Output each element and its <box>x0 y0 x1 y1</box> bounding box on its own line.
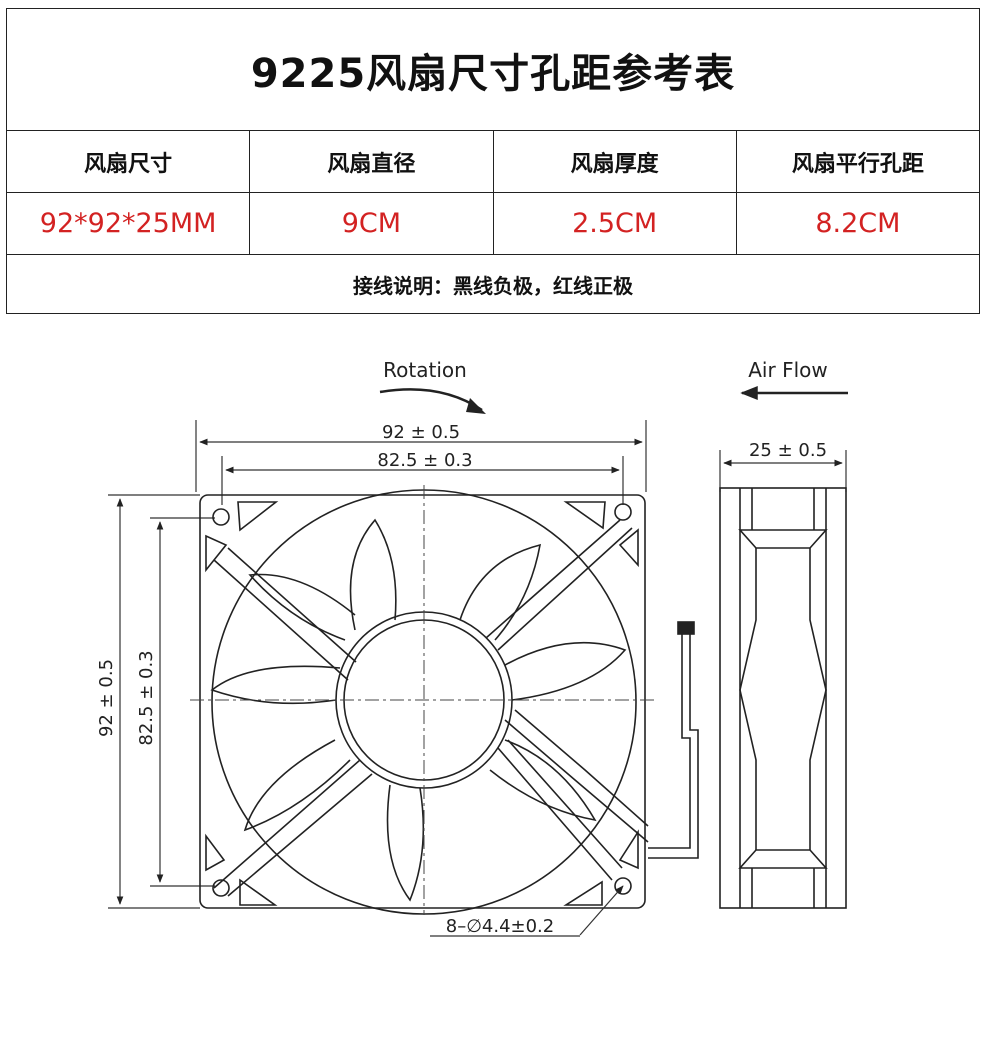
header-fan-thickness: 风扇厚度 <box>494 131 737 192</box>
hole-spec-leader <box>430 885 624 937</box>
fan-side-view <box>719 487 847 909</box>
hole-height-dimension <box>150 517 215 887</box>
table-title-row: 9225风扇尺寸孔距参考表 <box>7 9 979 131</box>
center-lines <box>190 485 658 915</box>
header-fan-size: 风扇尺寸 <box>7 131 251 192</box>
wiring-note: 接线说明：黑线负极，红线正极 <box>353 273 633 298</box>
hole-width-dim-label: 82.5 ± 0.3 <box>377 450 472 471</box>
table-header-row: 风扇尺寸 风扇直径 风扇厚度 风扇平行孔距 <box>7 131 979 193</box>
table-value-row: 92*92*25MM 9CM 2.5CM 8.2CM <box>7 193 979 255</box>
value-fan-size: 92*92*25MM <box>7 193 251 254</box>
hole-height-dim-label: 82.5 ± 0.3 <box>136 650 157 745</box>
width-dim-label: 92 ± 0.5 <box>382 422 460 443</box>
width-dimension <box>195 420 647 492</box>
value-fan-diameter: 9CM <box>250 193 494 254</box>
value-fan-thickness: 2.5CM <box>494 193 737 254</box>
height-dim-label: 92 ± 0.5 <box>96 659 117 737</box>
fan-lead-wires <box>648 621 699 859</box>
value-hole-spacing: 8.2CM <box>815 208 901 239</box>
header-hole-spacing: 风扇平行孔距 <box>791 151 924 177</box>
airflow-label: Air Flow <box>748 358 827 382</box>
spec-table: 9225风扇尺寸孔距参考表 风扇尺寸 风扇直径 风扇厚度 风扇平行孔距 92*9… <box>6 8 980 314</box>
rotation-label: Rotation <box>383 358 467 382</box>
table-title: 9225风扇尺寸孔距参考表 <box>250 50 736 97</box>
hole-spec-label: 8–∅4.4±0.2 <box>446 916 554 937</box>
depth-dim-label: 25 ± 0.5 <box>749 440 827 461</box>
wiring-note-row: 接线说明：黑线负极，红线正极 <box>7 255 979 313</box>
rotation-arrow-head <box>466 398 486 414</box>
header-fan-diameter: 风扇直径 <box>250 131 494 192</box>
hole-width-dimension <box>221 456 624 505</box>
depth-dimension <box>719 450 847 492</box>
rotation-arrow <box>379 388 483 412</box>
height-dimension <box>108 494 200 909</box>
fan-technical-drawing: Rotation 92 ± 0.5 82.5 ± 0.3 92 ± 0.5 82… <box>96 358 848 937</box>
